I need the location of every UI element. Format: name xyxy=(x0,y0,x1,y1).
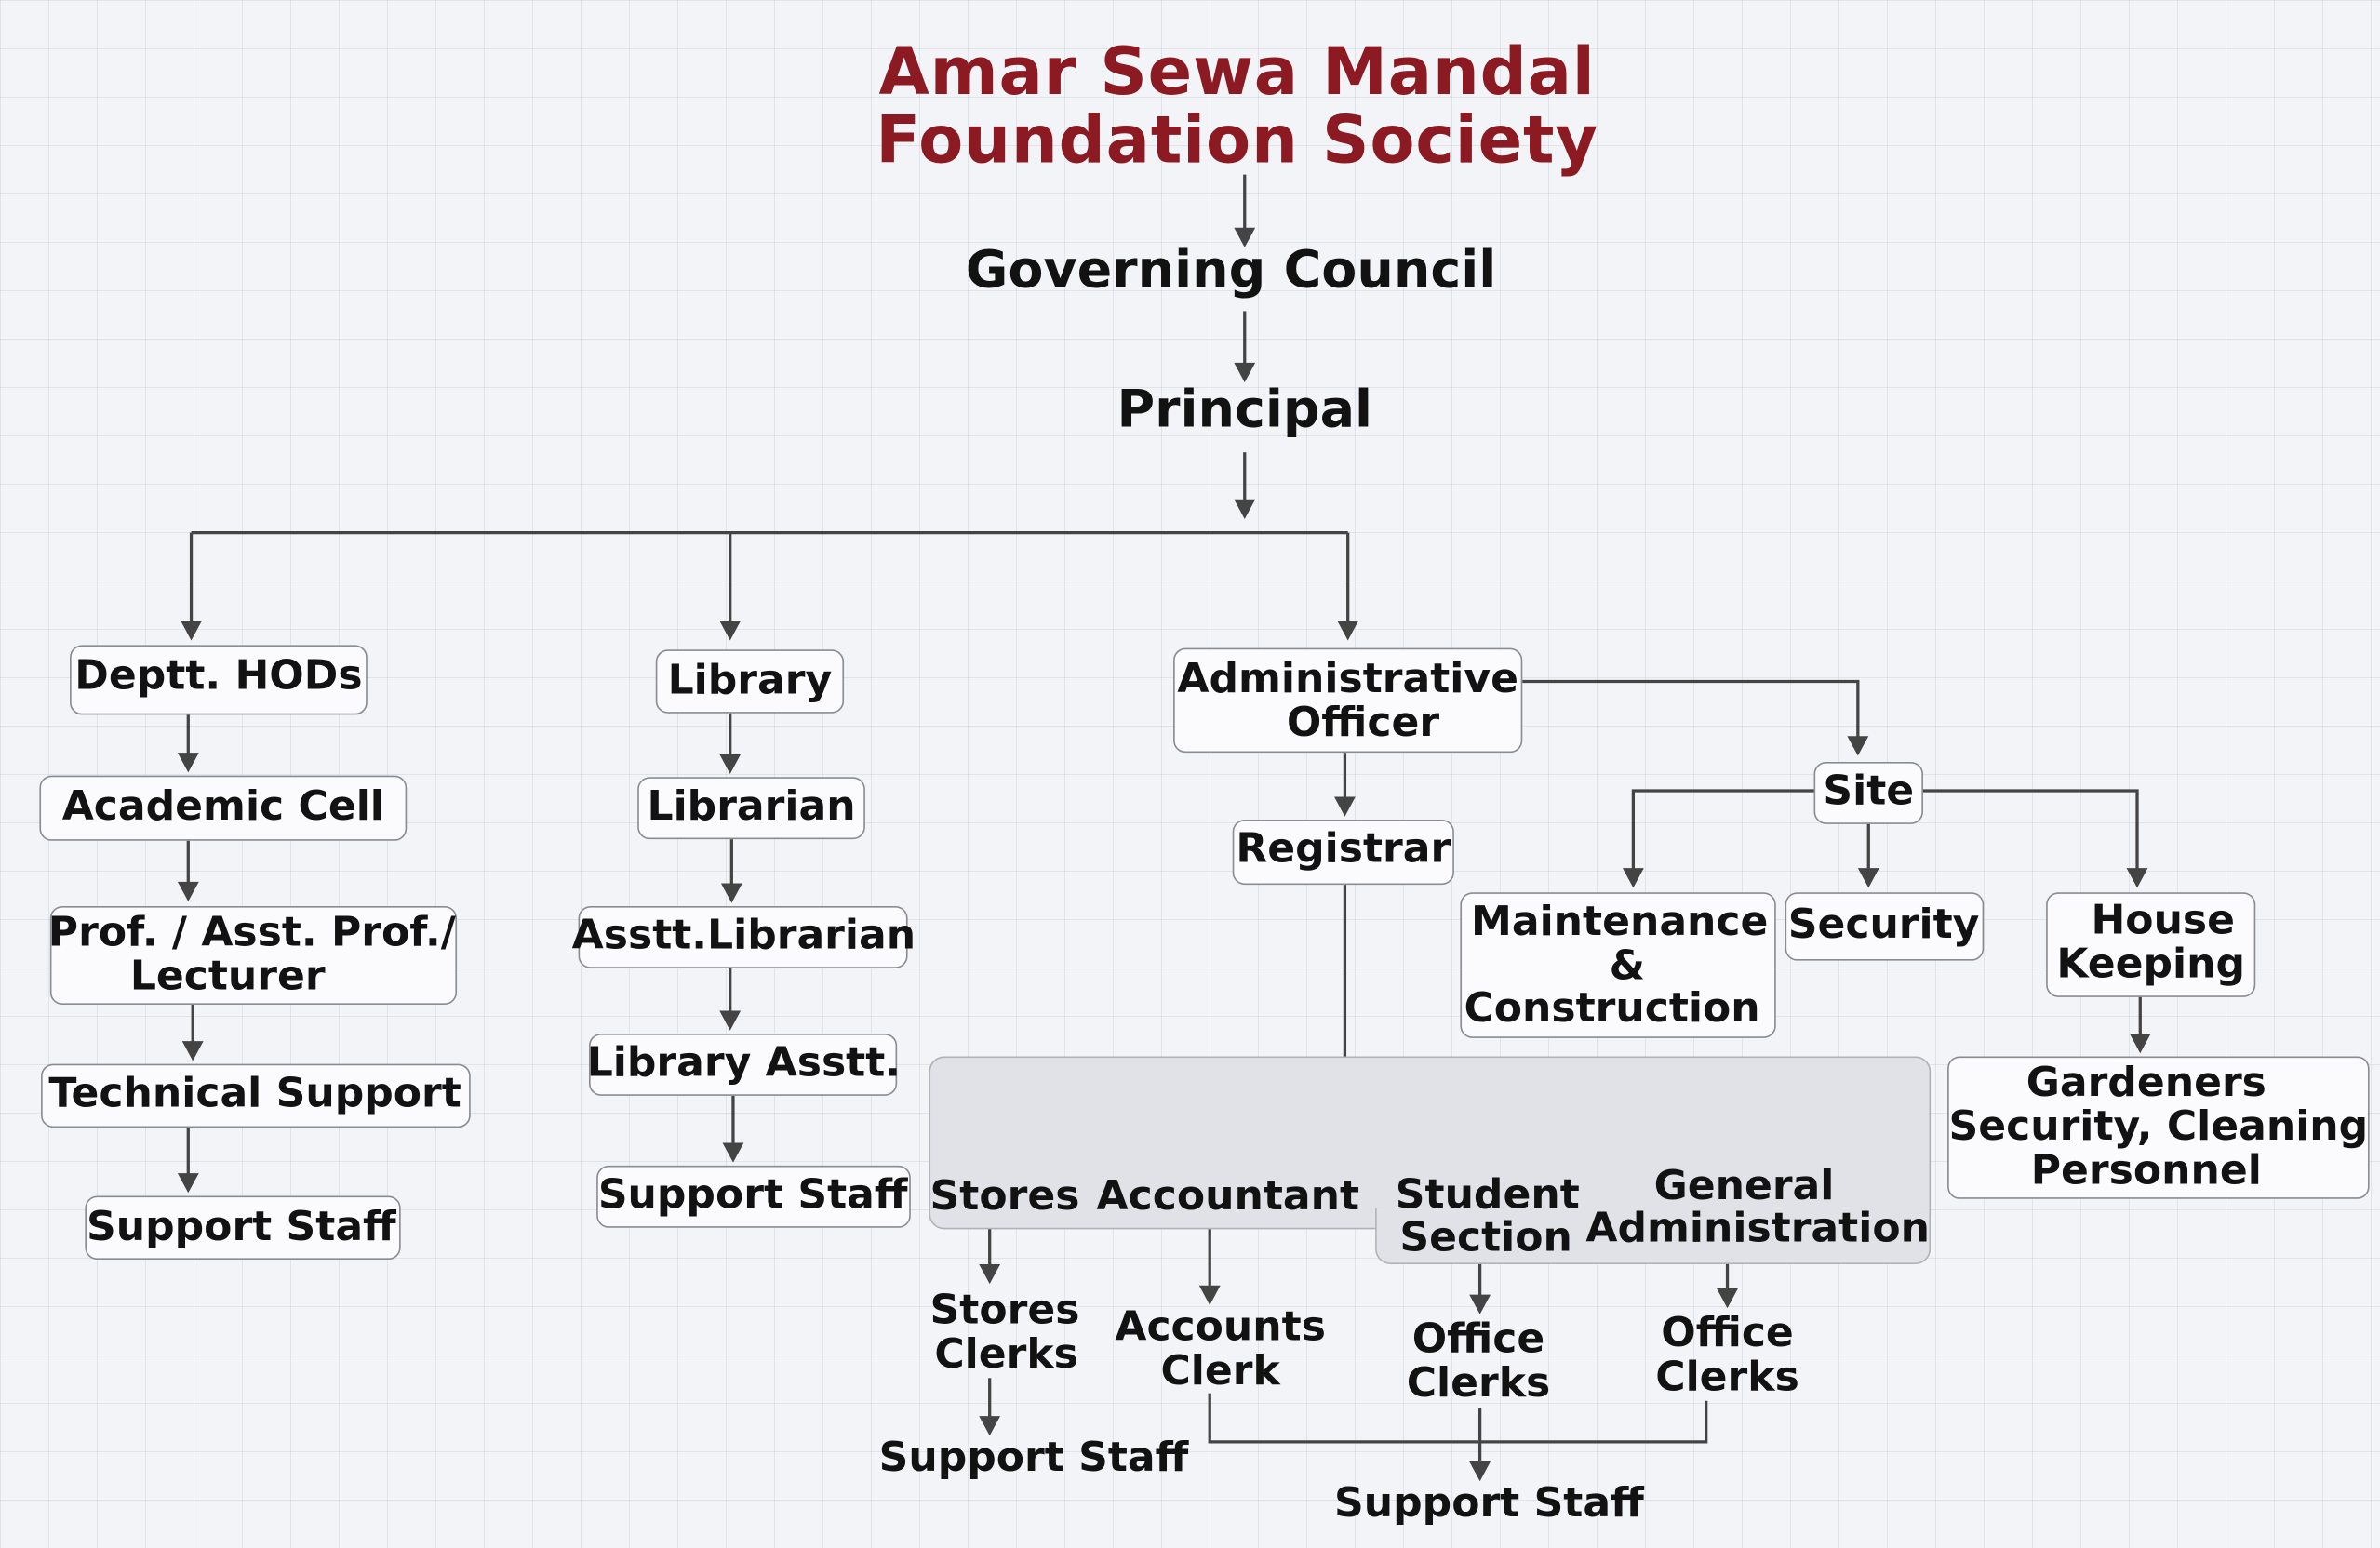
registrar: Registrar xyxy=(1236,825,1451,874)
maintenance-box xyxy=(1460,892,1776,1038)
librarian: Librarian xyxy=(647,782,856,831)
academic-cell-box xyxy=(39,775,408,841)
site-to-maintenance-arrowhead xyxy=(1622,868,1644,888)
accountant-to-clerk-arrowhead xyxy=(1198,1285,1221,1306)
site-right-line xyxy=(1922,789,2139,874)
gardeners-line-3: Personnel xyxy=(2030,1147,2262,1194)
title-to-council-arrowhead xyxy=(1234,227,1256,247)
librarian-box xyxy=(637,777,865,840)
principal-to-branch-arrowhead xyxy=(1234,499,1256,519)
faculty-to-technical-arrowhead xyxy=(181,1041,204,1061)
library-box xyxy=(655,649,845,714)
library-support-staff: Support Staff xyxy=(597,1171,908,1220)
principal: Principal xyxy=(1116,379,1373,441)
general-to-clerks-arrowhead xyxy=(1717,1288,1738,1309)
general-administration-line-2: Administration xyxy=(1585,1205,1930,1252)
library: Library xyxy=(667,657,833,704)
organization-title-line-1: Amar Sewa Mandal xyxy=(878,34,1596,112)
library-support-staff-box xyxy=(596,1165,911,1228)
asstt-librarian: Asstt.Librarian xyxy=(571,912,916,960)
deptt-hods: Deptt. HODs xyxy=(74,652,363,701)
house-keeping-line-1: House xyxy=(2091,897,2236,944)
registrar-box xyxy=(1232,819,1454,886)
site-left-line xyxy=(1631,789,1814,874)
house-keeping-box xyxy=(2046,892,2256,997)
office-clerks-general-line-2: Clerks xyxy=(1655,1354,1799,1401)
faculty-line-1: Prof. / Asst. Prof./ xyxy=(47,909,456,956)
faculty-box xyxy=(49,905,458,1005)
registrar-sections-panel xyxy=(929,1056,1932,1230)
admin-to-site-line xyxy=(1522,679,1860,741)
faculty-line-2: Lecturer xyxy=(129,953,326,1001)
maintenance-line-2: & xyxy=(1609,942,1646,990)
house-keeping-line-2: Keeping xyxy=(2056,941,2246,989)
stores-to-clerks-arrowhead xyxy=(979,1263,1001,1285)
academic-cell: Academic Cell xyxy=(61,782,384,831)
library-to-librarian-arrowhead xyxy=(719,754,742,775)
housekeeping-to-gardeners-arrowhead xyxy=(2129,1033,2151,1054)
academic-support-staff: Support Staff xyxy=(87,1203,396,1251)
site-to-security-arrowhead xyxy=(1857,868,1879,888)
maintenance-line-1: Maintenance xyxy=(1471,898,1769,946)
office-support-arrowhead xyxy=(1469,1461,1491,1482)
office-support-staff: Support Staff xyxy=(1334,1479,1644,1528)
deptt-hods-box xyxy=(70,645,368,715)
admin-to-registrar-arrowhead xyxy=(1334,796,1356,817)
security-box xyxy=(1785,892,1985,961)
accounts-clerk-line-1: Accounts xyxy=(1115,1303,1326,1351)
bottom-join-line xyxy=(1208,1393,1708,1444)
stores-clerks-line-1: Stores xyxy=(929,1287,1080,1335)
security: Security xyxy=(1787,901,1980,949)
library-asstt: Library Asstt. xyxy=(586,1039,902,1088)
administrative-officer-line-2: Officer xyxy=(1286,700,1440,747)
council-to-principal-arrowhead xyxy=(1234,362,1256,383)
organization-title-line-2: Foundation Society xyxy=(876,102,1598,180)
maintenance-line-3: Construction xyxy=(1464,984,1760,1033)
technical-to-support-arrowhead xyxy=(177,1173,199,1194)
branch-to-admin-arrowhead xyxy=(1337,621,1359,641)
academic-support-staff-box xyxy=(85,1195,401,1261)
site-box xyxy=(1813,761,1923,824)
site: Site xyxy=(1823,767,1915,816)
gardeners-line-2: Security, Cleaning xyxy=(1948,1103,2369,1151)
stores-clerks-to-support-arrowhead xyxy=(979,1416,1001,1436)
librarian-to-asstt-arrowhead xyxy=(720,883,742,903)
accountant: Accountant xyxy=(1096,1173,1360,1221)
student-section-line-2: Section xyxy=(1399,1214,1572,1261)
asstt-to-libasstt-arrowhead xyxy=(719,1010,742,1031)
technical-support-box xyxy=(41,1063,471,1128)
library-asstt-box xyxy=(588,1033,898,1096)
site-to-housekeeping-arrowhead xyxy=(2126,868,2148,888)
administrative-officer-box xyxy=(1173,647,1523,754)
branch-to-hods-arrowhead xyxy=(181,621,202,641)
office-clerks-general-line-1: Office xyxy=(1661,1309,1794,1357)
stores-support-staff: Support Staff xyxy=(878,1434,1189,1482)
asstt-librarian-box xyxy=(578,905,908,968)
branch-to-library-arrowhead xyxy=(719,621,742,641)
libasstt-to-support-arrowhead xyxy=(722,1142,744,1163)
student-section-line-1: Student xyxy=(1395,1171,1580,1220)
admin-to-site-arrowhead xyxy=(1847,736,1869,756)
accounts-clerk-line-2: Clerk xyxy=(1160,1347,1280,1395)
student-to-clerks-arrowhead xyxy=(1469,1294,1491,1314)
hods-to-cell-arrowhead xyxy=(177,753,199,773)
office-clerks-student-line-2: Clerks xyxy=(1406,1359,1551,1408)
gardeners-box xyxy=(1947,1056,2370,1199)
governing-council: Governing Council xyxy=(965,239,1497,301)
technical-support: Technical Support xyxy=(48,1070,461,1117)
stores: Stores xyxy=(929,1173,1080,1221)
general-administration-line-1: General xyxy=(1653,1162,1835,1210)
office-clerks-student-line-1: Office xyxy=(1411,1315,1545,1363)
cell-to-faculty-arrowhead xyxy=(177,881,199,902)
administrative-officer-line-1: Administrative xyxy=(1177,655,1518,703)
registrar-sections-panel-extension xyxy=(1375,1208,1932,1264)
gardeners-line-1: Gardeners xyxy=(2026,1059,2266,1107)
stores-clerks-line-2: Clerks xyxy=(934,1330,1078,1379)
